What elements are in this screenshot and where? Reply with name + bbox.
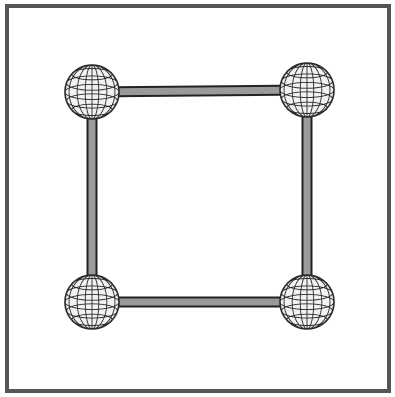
node-top-left bbox=[65, 65, 119, 119]
edges-layer bbox=[92, 90, 307, 302]
nodes-layer bbox=[65, 63, 334, 329]
node-bottom-right bbox=[280, 275, 334, 329]
outer-frame bbox=[7, 6, 389, 391]
node-bottom-left bbox=[65, 275, 119, 329]
edge-top bbox=[92, 90, 307, 92]
node-top-right bbox=[280, 63, 334, 117]
